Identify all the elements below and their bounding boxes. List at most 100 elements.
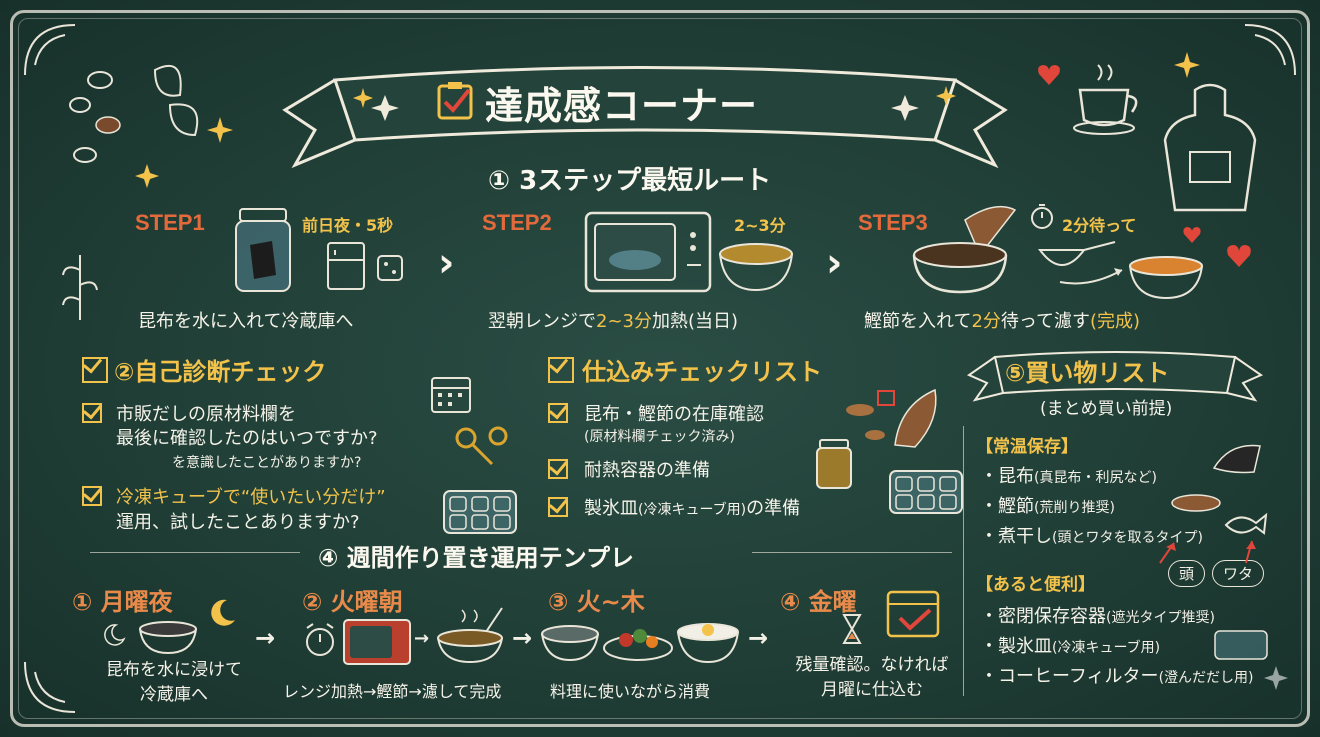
pointer-arrows-icon — [1159, 540, 1256, 564]
corner-swirl-icon — [24, 661, 76, 713]
section4-rule-left — [90, 552, 300, 553]
section2-heading: ②自己診断チェック — [114, 358, 327, 386]
clipboard-check-icon — [437, 82, 473, 120]
stopwatch-icon — [1031, 204, 1053, 229]
self-check-2-line1-a: 冷凍キューブで — [116, 487, 241, 508]
section5-heading: ⑤買い物リスト — [1005, 359, 1170, 387]
herb-sprig-icon — [62, 255, 98, 320]
step1-desc: 昆布を水に入れて冷蔵庫へ — [138, 311, 354, 332]
keys-icon — [455, 426, 508, 466]
section4-heading: ④ 週間作り置き運用テンプレ — [318, 544, 634, 572]
day-4-line2: 月曜に仕込む — [821, 680, 923, 700]
step-arrow-icon: › — [826, 240, 843, 286]
checkbox-icon — [82, 356, 108, 383]
group1-label: 【常温保存】 — [976, 437, 1078, 457]
step-arrow-icon: › — [438, 240, 455, 286]
prep-check-item-2: 耐熱容器の準備 — [548, 456, 710, 481]
day-4-num: ④ — [780, 588, 801, 616]
section3-header: 仕込みチェックリスト — [548, 352, 822, 387]
checkbox-icon — [548, 496, 568, 517]
day-2-num: ② — [302, 588, 323, 616]
niboshi-fish-icon — [1224, 512, 1268, 535]
ice-tray-icon — [889, 470, 963, 514]
self-check-2-line1: 冷凍キューブで“使いたい分だけ” — [116, 483, 386, 509]
heart-icon — [1038, 65, 1060, 85]
day-3-title: ③ 火~木 — [548, 582, 645, 617]
coffee-beans-leaves-icon — [69, 64, 199, 163]
step2-desc: 翌朝レンジで2~3分加熱(当日) — [488, 307, 738, 333]
microwave-icon — [584, 211, 712, 293]
day-1-name: 月曜夜 — [100, 588, 173, 616]
day-3-num: ③ — [548, 588, 569, 616]
heart-icon — [1183, 227, 1201, 243]
step3-desc-a: 鰹節を入れて — [864, 311, 972, 332]
day-1-desc: 昆布を水に浸けて冷蔵庫へ — [94, 655, 254, 705]
shop-item-main: ・鰹節 — [980, 496, 1034, 517]
prep-check-3-b: (冷凍キューブ用) — [638, 502, 747, 518]
self-check-1-line3: を意識したことがありますか? — [172, 455, 362, 471]
shop-item-note: (真昆布・利尻など) — [1034, 470, 1157, 486]
flow-arrow-icon: → — [748, 624, 769, 652]
day-3-name: 火~木 — [576, 588, 645, 616]
section1-heading: ① 3ステップ最短ルート — [488, 166, 772, 196]
step2-label: STEP2 — [482, 210, 552, 235]
step3-desc-c: 待って濾す — [1000, 311, 1091, 332]
shop-item-main: ・密閉保存容器 — [980, 606, 1106, 627]
step3-desc: 鰹節を入れて2分待って濾す(完成) — [864, 307, 1140, 333]
prep-check-item-3: 製氷皿(冷凍キューブ用)の準備 — [548, 494, 800, 519]
flow-arrow-icon: → — [414, 628, 430, 649]
step3-desc-d: (完成) — [1090, 311, 1141, 332]
shop-item: ・コーヒーフィルター(澄んだだし用) — [980, 662, 1254, 688]
ice-tray-icon — [1214, 630, 1268, 660]
day-2-name: 火曜朝 — [330, 588, 403, 616]
calendar-check-icon — [886, 590, 940, 638]
section5-divider — [963, 426, 964, 696]
star-icon — [1174, 52, 1200, 78]
ice-cube-icon — [377, 255, 403, 281]
jar-icon — [235, 208, 291, 292]
day-1-title: ① 月曜夜 — [72, 582, 173, 617]
prep-check-1-sub: (原材料欄チェック済み) — [584, 429, 735, 445]
day-3-desc: 料理に使いながら消費 — [550, 682, 711, 701]
star-icon — [353, 88, 373, 108]
prep-check-3-a: 製氷皿 — [584, 498, 638, 519]
hourglass-icon — [842, 614, 862, 644]
pot-with-katsuobushi-icon — [912, 205, 1017, 294]
shopping-ribbon — [966, 351, 1264, 402]
katsuobushi-icon — [1171, 494, 1221, 512]
shop-item: ・煮干し(頭とワタを取るタイプ) — [980, 522, 1203, 548]
shop-item-note: (澄んだだし用) — [1158, 670, 1254, 686]
checkbox-icon — [548, 458, 568, 479]
shop-item: ・製氷皿(冷凍キューブ用) — [980, 632, 1160, 658]
fridge-icon — [327, 242, 365, 290]
step3-label: STEP3 — [858, 210, 928, 235]
step1-note: 前日夜・5秒 — [302, 216, 394, 235]
prep-check-1-text: 昆布・鰹節の在庫確認 — [584, 404, 764, 425]
shop-item: ・昆布(真昆布・利尻など) — [980, 462, 1157, 488]
day-4-title: ④ 金曜 — [780, 582, 857, 617]
prep-check-item-1: 昆布・鰹節の在庫確認 (原材料欄チェック済み) — [548, 400, 764, 445]
step2-desc-c: 加熱(当日) — [652, 311, 739, 332]
step3-note: 2分待って — [1062, 216, 1137, 235]
flow-arrow-icon: → — [512, 624, 533, 652]
self-check-2-line1-b: “使いたい分だけ” — [240, 487, 386, 508]
shop-item-main: ・昆布 — [980, 466, 1034, 487]
prep-check-2-text: 耐熱容器の準備 — [584, 460, 710, 481]
tag-head: 頭 — [1168, 560, 1206, 587]
step2-desc-a: 翌朝レンジで — [488, 311, 596, 332]
section2-header: ②自己診断チェック — [82, 352, 326, 387]
prep-check-3-c: の準備 — [746, 498, 801, 519]
bowl-icon — [104, 621, 197, 655]
star-icon — [135, 164, 159, 188]
day-2-desc: レンジ加熱→鰹節→濾して完成 — [283, 682, 502, 701]
self-check-1-line2: 最後に確認したのはいつですか? — [116, 428, 378, 449]
step2-desc-b: 2~3分 — [596, 311, 652, 332]
flow-arrow-icon: → — [255, 624, 276, 652]
corner-swirl-icon — [1244, 24, 1296, 76]
checkbox-icon — [82, 402, 102, 423]
microwave-icon — [343, 619, 411, 665]
kombu-katsuobushi-icon — [846, 388, 937, 448]
day-2-title: ② 火曜朝 — [302, 582, 403, 617]
page-title: 達成感コーナー — [485, 84, 759, 128]
day-4-line1: 残量確認。なければ — [795, 655, 949, 675]
